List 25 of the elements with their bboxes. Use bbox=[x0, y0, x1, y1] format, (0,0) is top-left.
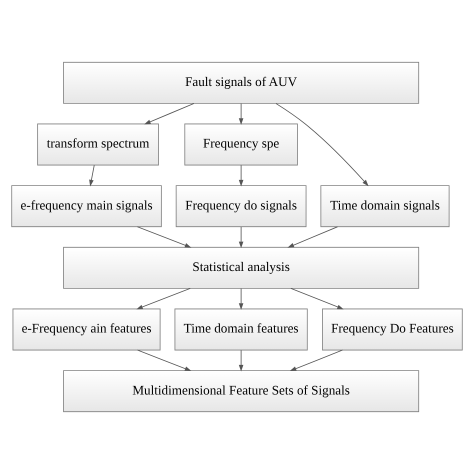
arrow bbox=[144, 103, 194, 124]
arrow bbox=[238, 226, 244, 248]
arrow bbox=[136, 350, 192, 372]
arrow bbox=[287, 226, 338, 248]
node-box: Time domain signals bbox=[320, 185, 450, 228]
arrow bbox=[238, 350, 244, 372]
arrow bbox=[136, 226, 192, 248]
arrow bbox=[89, 164, 95, 186]
node-box: transform spectrum bbox=[37, 124, 159, 166]
arrow bbox=[276, 103, 369, 186]
arrow bbox=[238, 288, 244, 310]
node-box: Frequency do signals bbox=[176, 185, 306, 228]
arrow bbox=[238, 103, 244, 125]
node-box: e-Frequency ain features bbox=[12, 308, 161, 350]
node-box: Frequency Do Features bbox=[322, 308, 463, 350]
node-box: Multidimensional Feature Sets of Signals bbox=[63, 370, 420, 412]
node-box: Frequency spe bbox=[184, 124, 298, 166]
node-box: Fault signals of AUV bbox=[63, 62, 420, 104]
arrow bbox=[136, 288, 191, 310]
arrow bbox=[238, 164, 244, 186]
arrow bbox=[290, 350, 344, 372]
node-box: e-frequency main signals bbox=[11, 185, 162, 228]
node-box: Time domain features bbox=[174, 308, 308, 350]
arrow bbox=[290, 288, 344, 310]
node-box: Statistical analysis bbox=[63, 246, 420, 289]
